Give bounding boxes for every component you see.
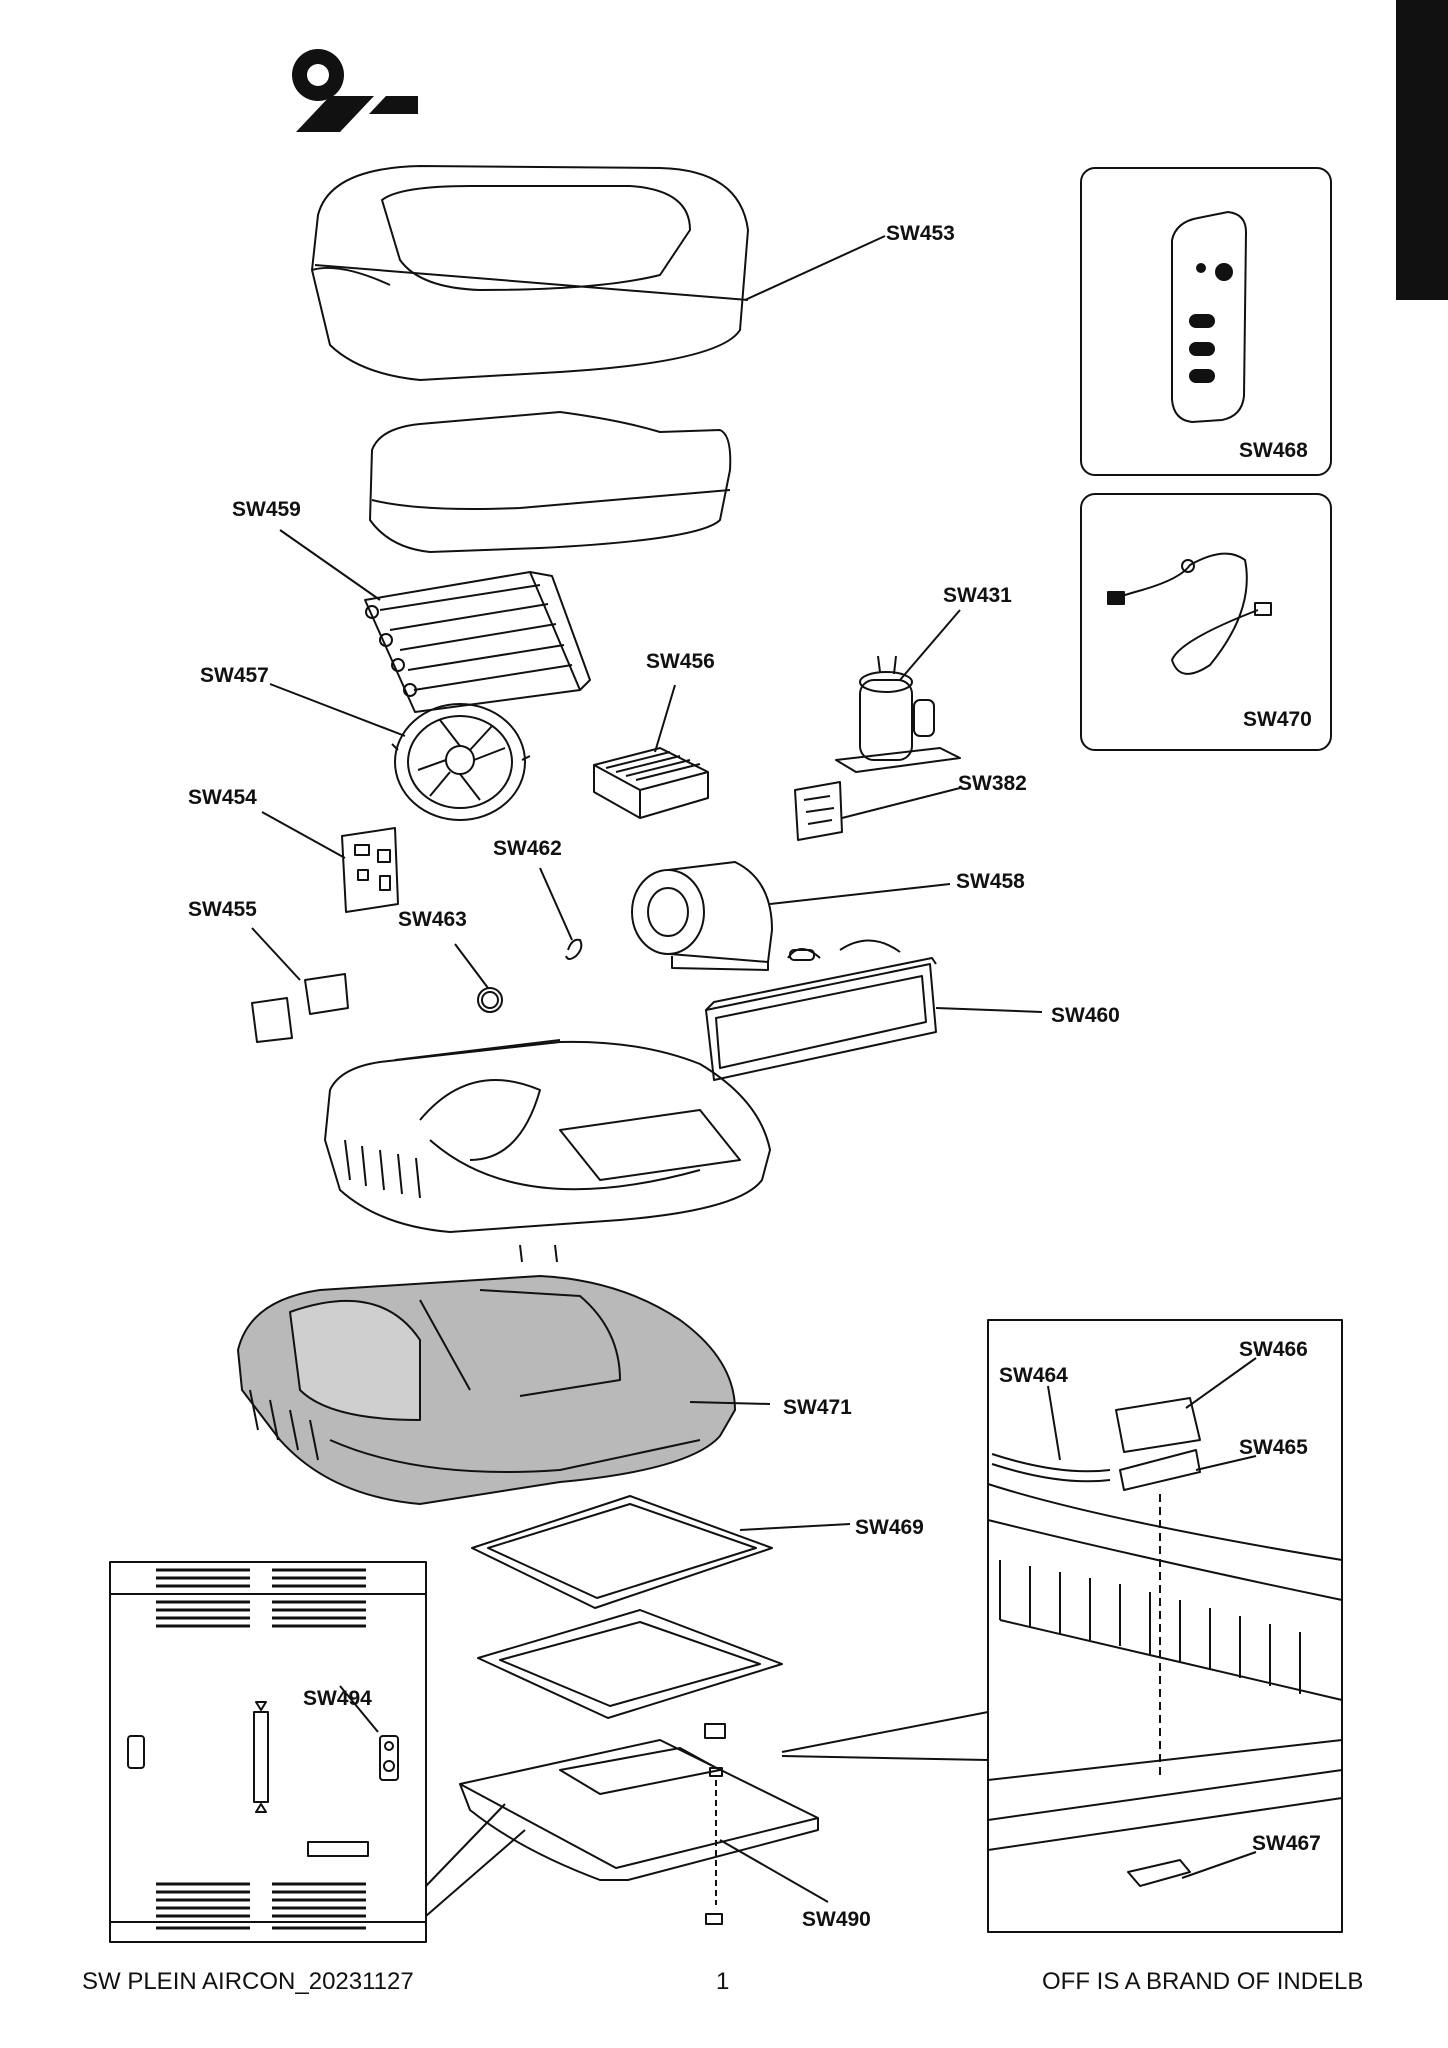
leader-sw456: [654, 684, 676, 753]
cable-inset-box: [1080, 493, 1332, 751]
zoom-line-right-top: [781, 1711, 989, 1753]
leader-sw466: [1185, 1357, 1257, 1409]
label-sw467: SW467: [1252, 1832, 1321, 1855]
panel-front-view: [110, 1568, 426, 1930]
cable-part: [1107, 552, 1272, 675]
zoom-line-left-top: [425, 1803, 506, 1887]
remote-inset-box: [1080, 167, 1332, 476]
detail-view: [987, 1397, 1343, 1887]
label-sw382: SW382: [958, 772, 1027, 795]
label-sw459: SW459: [232, 498, 301, 521]
inverter-module-part: [593, 747, 709, 819]
leader-sw463: [454, 943, 489, 989]
leader-sw458: [769, 883, 951, 905]
label-sw462: SW462: [493, 837, 562, 860]
leader-sw469: [739, 1523, 851, 1531]
label-sw454: SW454: [188, 786, 257, 809]
hose-clamp-part: [477, 987, 503, 1013]
label-sw494: SW494: [303, 1687, 372, 1710]
inner-cover-part: [369, 411, 732, 553]
detail-inset-box: [987, 1319, 1343, 1933]
label-sw471: SW471: [783, 1396, 852, 1419]
electronic-board-part: [341, 827, 399, 913]
leader-sw453: [744, 235, 886, 301]
remote-control-part: [1171, 211, 1247, 423]
condenser-coil-part: [705, 939, 937, 1081]
label-sw468: SW468: [1239, 439, 1308, 462]
page-edge-tab: [1396, 0, 1448, 300]
leader-sw459: [279, 529, 381, 601]
temperature-sensor-part: [565, 938, 583, 960]
label-sw464: SW464: [999, 1364, 1068, 1387]
leader-sw490: [719, 1839, 829, 1903]
label-sw465: SW465: [1239, 1436, 1308, 1459]
leader-sw471: [689, 1401, 771, 1405]
brand-logo: [292, 49, 418, 132]
leader-sw462: [539, 867, 573, 941]
label-sw455: SW455: [188, 898, 257, 921]
lower-shell-part: [237, 1275, 736, 1505]
filter-cover-part: [251, 973, 349, 1043]
top-cover-part: [311, 165, 749, 381]
label-sw470: SW470: [1243, 708, 1312, 731]
leader-sw460: [935, 1007, 1043, 1013]
label-sw431: SW431: [943, 584, 1012, 607]
label-sw466: SW466: [1239, 1338, 1308, 1361]
fan-part: [391, 703, 531, 821]
footer-page-number: 1: [716, 1968, 730, 1995]
control-board-part: [794, 781, 843, 841]
panel-inset-box: [109, 1561, 427, 1943]
leader-sw457: [269, 683, 406, 737]
zoom-line-left-bottom: [425, 1829, 526, 1917]
label-sw460: SW460: [1051, 1004, 1120, 1027]
label-sw463: SW463: [398, 908, 467, 931]
leader-sw431: [899, 609, 961, 681]
leader-sw465: [1195, 1455, 1257, 1471]
leader-sw467: [1181, 1851, 1257, 1879]
label-sw457: SW457: [200, 664, 269, 687]
label-sw469: SW469: [855, 1516, 924, 1539]
footer-document-id: SW PLEIN AIRCON_20231127: [82, 1968, 414, 1995]
base-assembly-part: [324, 1039, 771, 1263]
zoom-line-right-bottom: [781, 1755, 989, 1761]
blower-housing-part: [631, 861, 773, 971]
label-sw458: SW458: [956, 870, 1025, 893]
gasket-part: [471, 1495, 773, 1609]
ceiling-panel-part: [459, 1723, 819, 1925]
mounting-frame-part: [477, 1609, 783, 1719]
leader-sw382: [841, 787, 961, 819]
label-sw490: SW490: [802, 1908, 871, 1931]
label-sw456: SW456: [646, 650, 715, 673]
footer-brand-note: OFF IS A BRAND OF INDELB: [1042, 1968, 1364, 1995]
evaporator-coil-part: [364, 571, 591, 713]
leader-sw494: [339, 1685, 379, 1733]
leader-sw455: [251, 927, 301, 981]
compressor-part: [835, 655, 961, 773]
leader-sw454: [261, 811, 346, 859]
label-sw453: SW453: [886, 222, 955, 245]
leader-sw464: [1047, 1385, 1061, 1461]
